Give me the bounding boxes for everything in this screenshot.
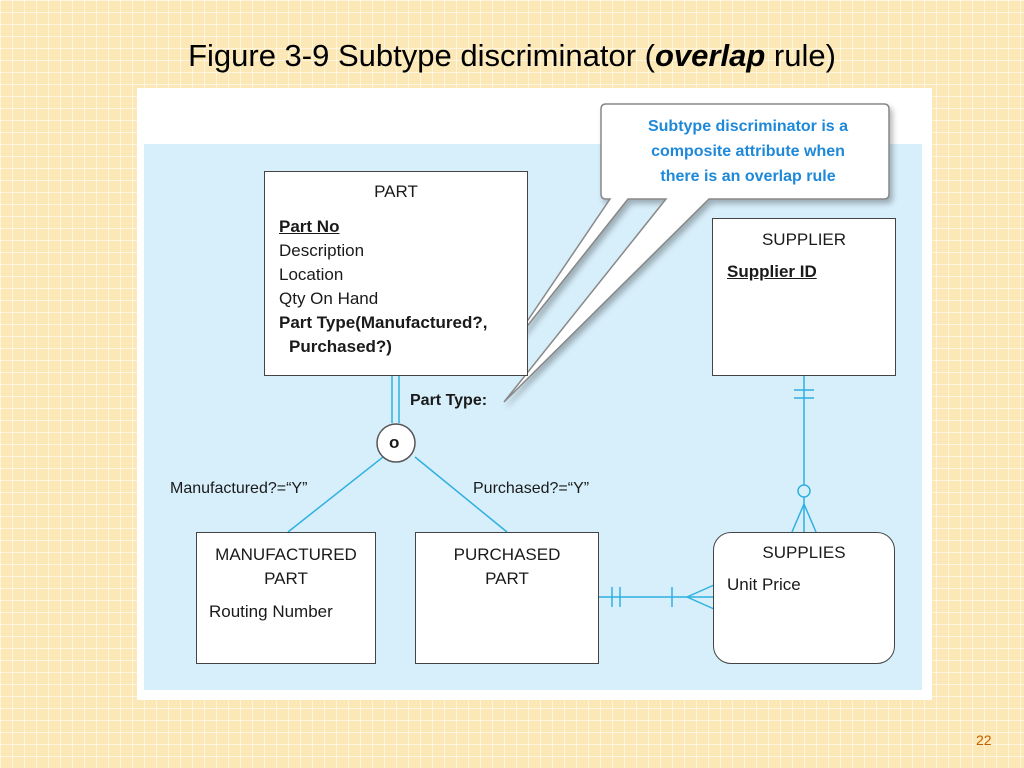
title-suffix: rule): [765, 38, 836, 73]
supplier-entity: SUPPLIER Supplier ID: [712, 218, 896, 376]
diagram-frame: Subtype discriminator is a composite att…: [137, 88, 932, 700]
supplies-entity: SUPPLIES Unit Price: [713, 532, 895, 664]
callout-line-1: Subtype discriminator is a: [647, 118, 849, 135]
manufactured-condition-label: Manufactured?=“Y”: [170, 480, 308, 497]
callout-text: Subtype discriminator is a composite att…: [607, 114, 889, 189]
supplies-crowfoot-bottom: [686, 596, 715, 610]
discriminator-label: Part Type:: [410, 392, 488, 409]
purchased-condition-label: Purchased?=“Y”: [473, 480, 590, 497]
purchased-title-line-1: PURCHASED: [453, 545, 561, 564]
overlap-circle: [376, 423, 416, 463]
supplies-crowfoot-top: [686, 584, 715, 598]
supplier-title: SUPPLIER: [761, 230, 847, 249]
supplies-title: SUPPLIES: [762, 543, 846, 562]
part-description-attr: Description: [279, 241, 365, 260]
manufactured-part-title: MANUFACTURED PART: [197, 543, 375, 591]
overlap-symbol: o: [389, 433, 400, 452]
routing-number-attr: Routing Number: [209, 602, 333, 621]
supplies-crowfoot-right: [803, 503, 817, 533]
part-type-attr: Part Type(Manufactured?,: [279, 313, 488, 332]
part-title: PART: [374, 182, 418, 201]
part-qty-attr: Qty On Hand: [279, 289, 379, 308]
supplier-id-key: Supplier ID: [727, 262, 817, 281]
manufactured-connector: [287, 456, 384, 533]
manufactured-title-line-2: PART: [264, 569, 308, 588]
slide-title: Figure 3-9 Subtype discriminator (overla…: [0, 38, 1024, 74]
part-type-attr-continued: Purchased?): [289, 337, 392, 356]
title-emphasis: overlap: [655, 38, 766, 73]
purchased-connector: [414, 456, 508, 533]
purchased-title-line-2: PART: [485, 569, 529, 588]
callout-line-2: composite attribute when: [651, 143, 845, 160]
manufactured-title-line-1: MANUFACTURED: [215, 545, 357, 564]
purchased-part-entity: PURCHASED PART: [415, 532, 599, 664]
callout-bubble: [503, 103, 890, 403]
callout-line-3: there is an overlap rule: [660, 168, 836, 185]
purchased-part-title: PURCHASED PART: [416, 543, 598, 591]
part-location-attr: Location: [279, 265, 344, 284]
title-prefix: Figure 3-9 Subtype discriminator (: [188, 38, 655, 73]
unit-price-attr: Unit Price: [727, 575, 801, 594]
manufactured-part-entity: MANUFACTURED PART Routing Number: [196, 532, 376, 664]
supplies-optional-circle: [797, 484, 811, 498]
supplies-crowfoot-left: [791, 503, 805, 533]
part-entity: PART Part No Description Location Qty On…: [264, 171, 528, 376]
part-no-key: Part No: [279, 217, 340, 236]
page-number: 22: [976, 732, 992, 748]
